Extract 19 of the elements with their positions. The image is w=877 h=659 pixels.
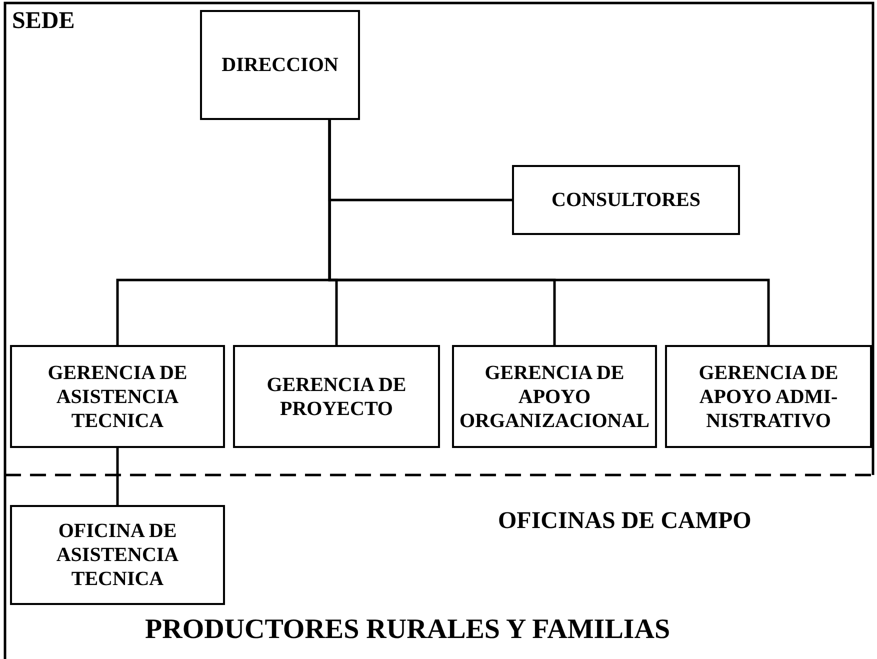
region-label: OFICINAS DE CAMPO [498, 508, 752, 535]
connector-line [116, 448, 119, 505]
box-label: GERENCIA DE ASISTENCIA TECNICA [46, 360, 188, 432]
org-box [512, 165, 740, 235]
box-label: GERENCIA DE PROYECTO [266, 372, 408, 420]
box-label: OFICINA DE ASISTENCIA TECNICA [55, 519, 180, 591]
region-label: SEDE [12, 8, 75, 35]
org-box [10, 345, 225, 448]
org-box [233, 345, 440, 448]
connector-line [328, 120, 770, 345]
box-label: CONSULTORES [552, 188, 700, 212]
org-box [200, 10, 360, 120]
box-label: DIRECCION [222, 53, 338, 77]
box-label: GERENCIA DE APOYO ADMI- NISTRATIVO [698, 360, 840, 432]
box-label: GERENCIA DE APOYO ORGANIZACIONAL [458, 360, 651, 432]
region-label: PRODUCTORES RURALES Y FAMILIAS [145, 614, 670, 646]
org-box [10, 505, 225, 605]
org-box [452, 345, 657, 448]
org-box [665, 345, 872, 448]
